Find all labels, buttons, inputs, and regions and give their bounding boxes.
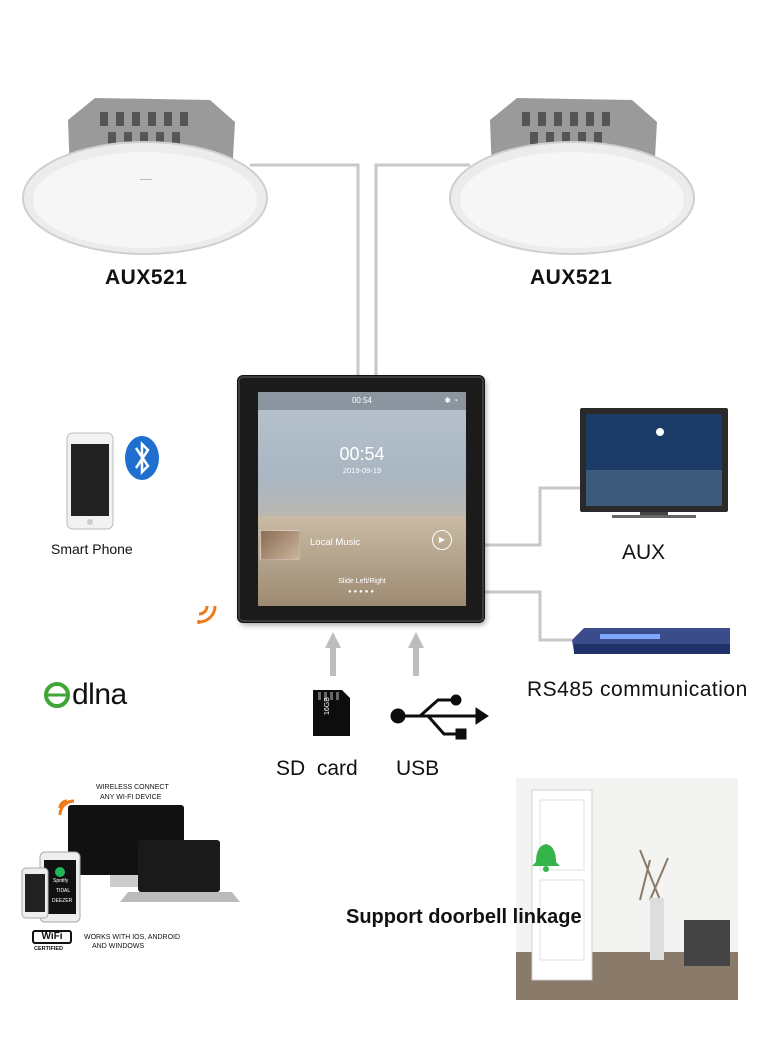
dlna-label: dlna <box>72 678 127 711</box>
wifi-badge-text: WiFi <box>41 931 63 942</box>
usb-icon <box>390 694 489 740</box>
svg-text:~~~: ~~~ <box>140 177 152 184</box>
sd-chip-text: 16GB <box>324 697 331 715</box>
panel-status-bar: 00:54 ✱ ◔ <box>258 392 466 410</box>
play-icon[interactable]: ▶ <box>432 530 452 550</box>
output-wires <box>484 486 580 642</box>
music-label: Local Music <box>310 537 361 548</box>
doorbell-scene-illustration <box>516 778 738 1000</box>
speaker-wires <box>250 163 470 376</box>
ceiling-speaker-left: ~~~ <box>22 98 268 255</box>
panel-clock: 00:54 <box>339 444 385 464</box>
tv-illustration <box>580 408 728 518</box>
wifi-signal-icon <box>197 605 217 624</box>
promo-devices-illustration <box>21 805 240 923</box>
panel-status-icons: ✱ ◔ <box>444 396 458 405</box>
promo-works-line1: WORKS WITH IOS, ANDROID <box>84 934 181 941</box>
rs485-label: RS485 communication <box>527 678 748 701</box>
slide-hint: Slide Left/Right <box>338 578 386 585</box>
sd-card-icon <box>313 690 350 736</box>
aux-label: AUX <box>622 541 666 564</box>
promo-app-deezer: DEEZER <box>52 898 73 904</box>
input-arrows <box>325 632 424 676</box>
bluetooth-icon <box>125 436 159 480</box>
promo-wireless-line1: WIRELESS CONNECT <box>96 784 169 791</box>
promo-app-tidal: TIDAL <box>56 888 71 894</box>
promo-works-line2: AND WINDOWS <box>92 943 145 950</box>
panel-date: 2019-09-19 <box>342 466 382 475</box>
promo-wireless-line2: ANY WI-FI DEVICE <box>100 794 162 801</box>
promo-app-spotify: Spotify <box>53 878 69 884</box>
smart-panel: 00:54 ✱ ◔ 00:54 2019-09-19 Local Music ▶… <box>238 376 484 622</box>
page-dots: ●●●●● <box>347 589 377 595</box>
wifi-certified-text: CERTIFIED <box>34 946 64 952</box>
rs485-device <box>572 628 730 654</box>
speaker-label-left: AUX521 <box>105 266 188 289</box>
doorbell-icon <box>532 844 560 872</box>
usb-label: USB <box>396 757 440 780</box>
panel-music-card[interactable]: Local Music ▶ Slide Left/Right ●●●●● <box>258 516 466 606</box>
dlna-logo-icon <box>44 682 70 708</box>
smartphone-illustration <box>66 432 114 530</box>
promo-wifi-icon <box>58 799 75 816</box>
panel-screen[interactable]: 00:54 ✱ ◔ 00:54 2019-09-19 Local Music ▶… <box>258 392 466 606</box>
doorbell-label: Support doorbell linkage <box>346 906 582 928</box>
music-thumbnail <box>260 530 300 560</box>
wifi-badge: WiFi <box>32 930 72 944</box>
panel-status-time: 00:54 <box>351 396 373 405</box>
speaker-label-right: AUX521 <box>530 266 613 289</box>
ceiling-speaker-right <box>449 98 695 255</box>
smartphone-label: Smart Phone <box>51 541 133 557</box>
sd-card-label: SD card <box>276 757 358 780</box>
